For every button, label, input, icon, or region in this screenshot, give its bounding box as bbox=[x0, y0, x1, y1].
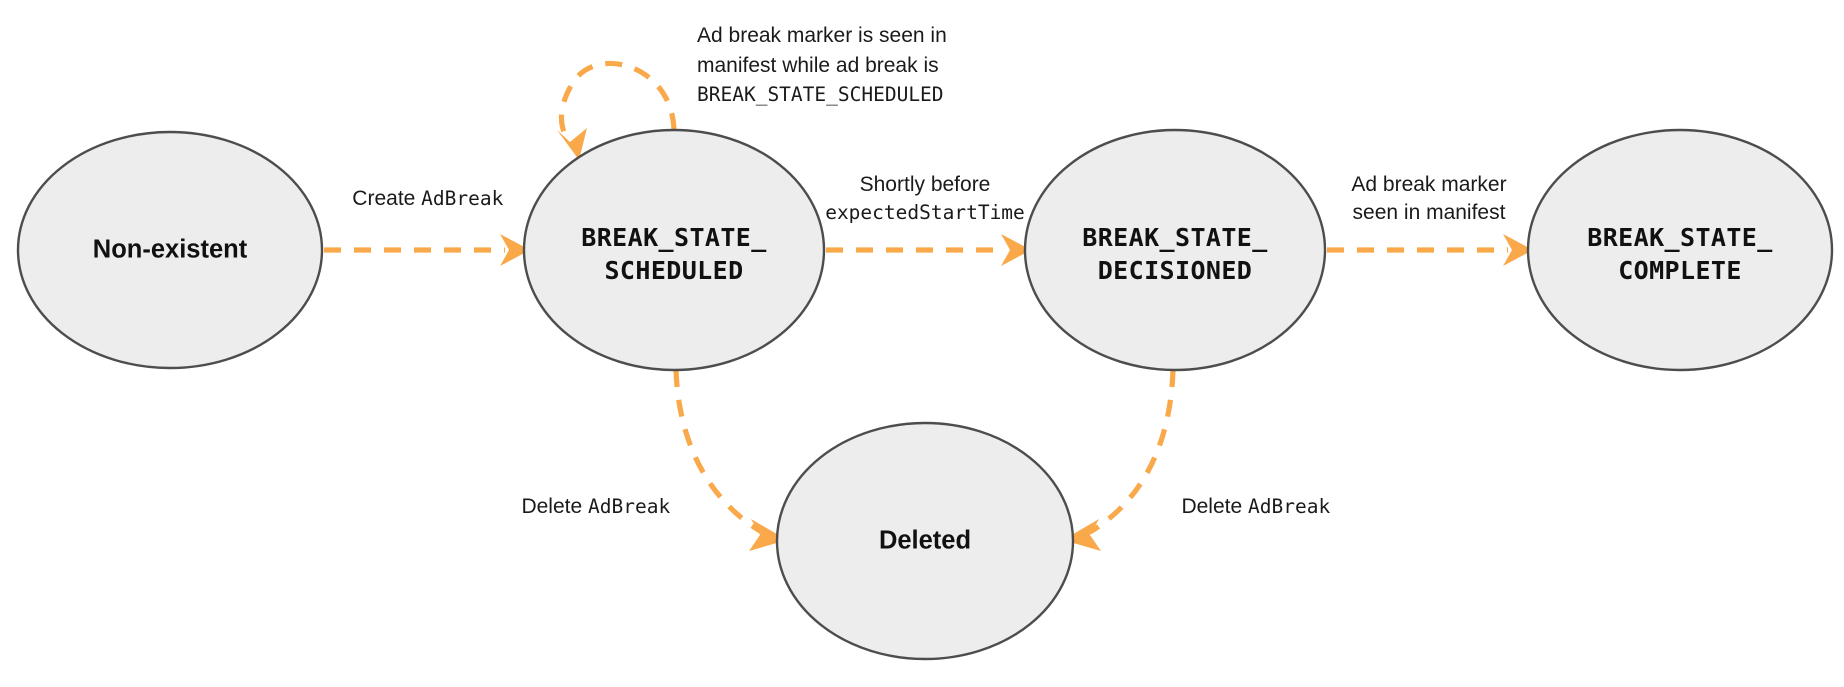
node-break-state-complete[interactable]: BREAK_STATE_ COMPLETE bbox=[1526, 128, 1834, 372]
edge-label-delete-from-scheduled-seg-sans: Delete bbox=[521, 495, 588, 518]
node-break-state-scheduled-shape[interactable] bbox=[522, 128, 826, 372]
edge-label-create-adbreak-seg-sans: Create bbox=[352, 187, 421, 210]
edge-label-self-loop-line2: manifest while ad break is bbox=[697, 54, 939, 77]
edge-scheduled-self-loop-path bbox=[558, 60, 677, 147]
edge-delete-from-scheduled bbox=[673, 369, 787, 551]
node-break-state-decisioned-label-line2: DECISIONED bbox=[1098, 256, 1253, 285]
edge-label-marker-seen-line1: Ad break marker bbox=[1351, 173, 1506, 196]
node-non-existent-shape[interactable] bbox=[16, 130, 324, 370]
node-break-state-scheduled-label-line1: BREAK_STATE_ bbox=[581, 223, 767, 252]
node-break-state-complete-label-line2: COMPLETE bbox=[1618, 256, 1742, 285]
node-non-existent[interactable]: Non-existent bbox=[16, 130, 324, 370]
node-break-state-scheduled[interactable]: BREAK_STATE_ SCHEDULED bbox=[522, 128, 826, 372]
node-break-state-complete-shape[interactable] bbox=[1526, 128, 1834, 372]
edge-label-create-adbreak-seg-mono: AdBreak bbox=[421, 187, 503, 210]
edge-delete-from-decisioned-arrowhead bbox=[1063, 519, 1101, 551]
edge-delete-from-scheduled-path bbox=[673, 369, 762, 534]
edge-create-adbreak bbox=[324, 234, 530, 266]
edge-label-delete-from-decisioned-seg-sans: Delete bbox=[1181, 495, 1248, 518]
edge-scheduled-self-loop-arrowhead bbox=[557, 128, 587, 160]
edge-label-delete-from-decisioned: Delete AdBreak bbox=[1141, 495, 1360, 518]
node-deleted[interactable]: Deleted bbox=[775, 421, 1075, 661]
node-break-state-complete-label-line1: BREAK_STATE_ bbox=[1587, 223, 1773, 252]
node-deleted-label: Deleted bbox=[879, 527, 971, 555]
edge-shortly-before-arrowhead bbox=[1001, 234, 1031, 266]
edge-label-delete-from-scheduled-seg-mono: AdBreak bbox=[588, 495, 670, 518]
edge-shortly-before bbox=[826, 234, 1031, 266]
node-deleted-shape[interactable] bbox=[775, 421, 1075, 661]
node-break-state-decisioned-label-line1: BREAK_STATE_ bbox=[1082, 223, 1268, 252]
edge-marker-seen-manifest-arrowhead bbox=[1503, 234, 1533, 266]
edge-label-create-adbreak: Create AdBreak bbox=[311, 187, 532, 210]
edge-label-marker-seen-line2: seen in manifest bbox=[1353, 201, 1506, 224]
edge-delete-from-decisioned bbox=[1063, 369, 1176, 551]
edge-delete-from-decisioned-path bbox=[1088, 369, 1176, 535]
edge-label-shortly-before-line1: Shortly before bbox=[860, 173, 991, 196]
edge-create-adbreak-arrowhead bbox=[500, 234, 530, 266]
edge-label-delete-from-scheduled: Delete AdBreak bbox=[481, 495, 700, 518]
edge-marker-seen-manifest bbox=[1327, 234, 1533, 266]
edge-label-shortly-before-line2: expectedStartTime bbox=[825, 201, 1025, 224]
edge-label-delete-from-decisioned-seg-mono: AdBreak bbox=[1248, 495, 1330, 518]
edge-label-self-loop-line3: BREAK_STATE_SCHEDULED bbox=[697, 83, 944, 106]
node-break-state-decisioned[interactable]: BREAK_STATE_ DECISIONED bbox=[1023, 128, 1327, 372]
node-break-state-scheduled-label-line2: SCHEDULED bbox=[604, 256, 743, 285]
edge-delete-from-scheduled-arrowhead bbox=[749, 519, 787, 551]
node-break-state-decisioned-shape[interactable] bbox=[1023, 128, 1327, 372]
edge-scheduled-self-loop bbox=[557, 60, 677, 160]
edge-label-self-loop-line1: Ad break marker is seen in bbox=[697, 24, 947, 47]
node-non-existent-label: Non-existent bbox=[93, 236, 248, 264]
